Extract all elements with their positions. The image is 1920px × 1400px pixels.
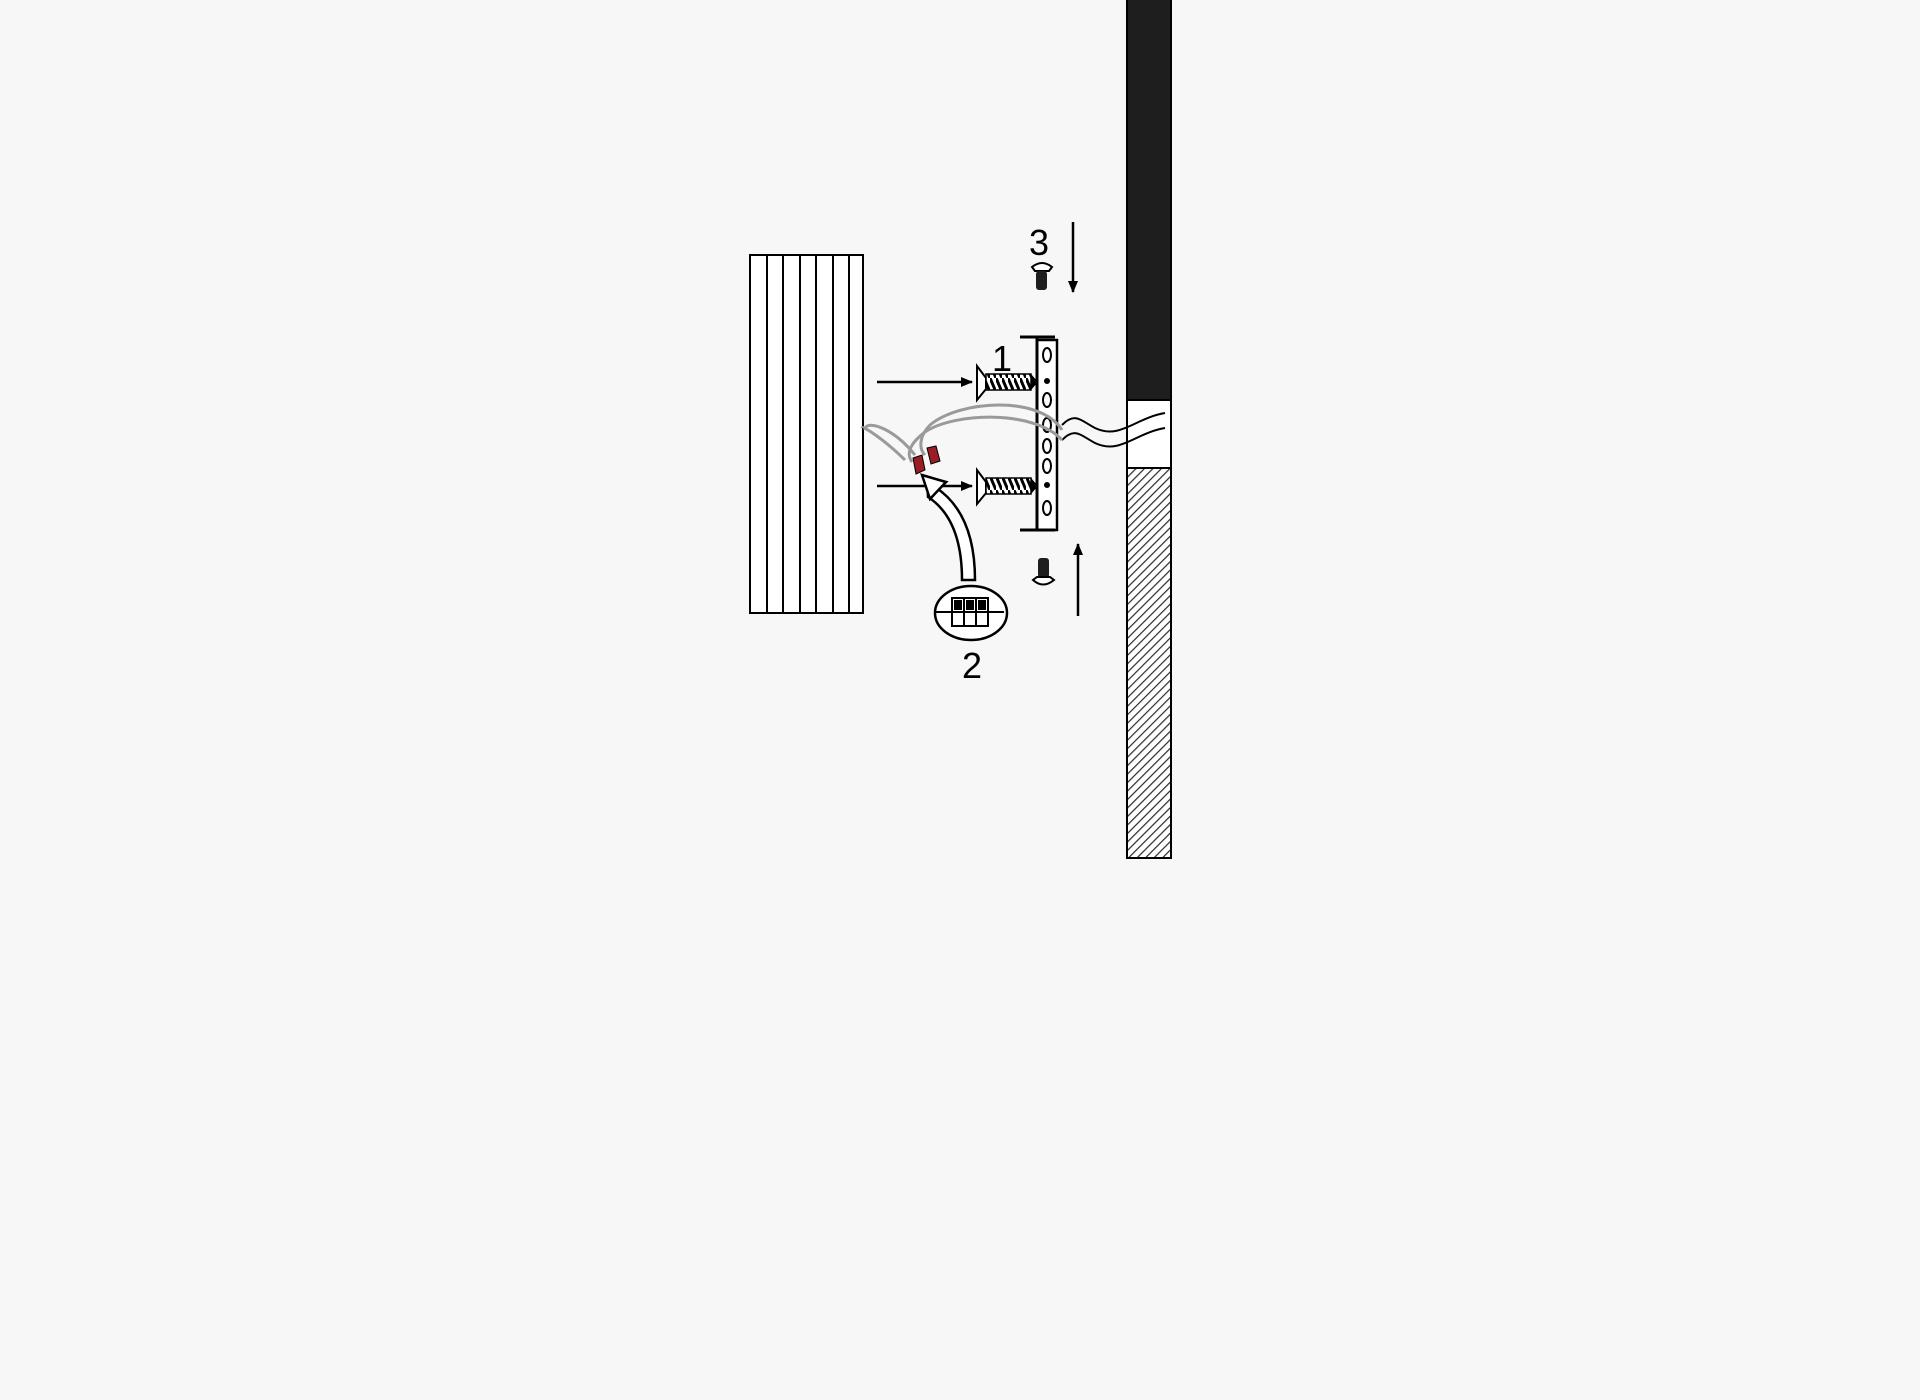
wall-icon [1126, 0, 1172, 859]
screw-icon [1030, 262, 1054, 290]
step-label-2: 2 [962, 645, 982, 686]
screw-icon [1031, 558, 1056, 586]
screw-icon [976, 363, 1038, 403]
wire-icon [860, 403, 1166, 463]
terminal-block-icon [933, 584, 1009, 642]
wire-nut-icon [912, 445, 941, 475]
lamp-shade-icon [749, 254, 864, 614]
step-label-1: 1 [992, 338, 1012, 379]
callout-arrow-icon [920, 473, 977, 582]
step-label-3: 3 [1029, 222, 1049, 263]
mounting-bracket-icon [1020, 335, 1059, 532]
screw-icon [976, 467, 1038, 507]
